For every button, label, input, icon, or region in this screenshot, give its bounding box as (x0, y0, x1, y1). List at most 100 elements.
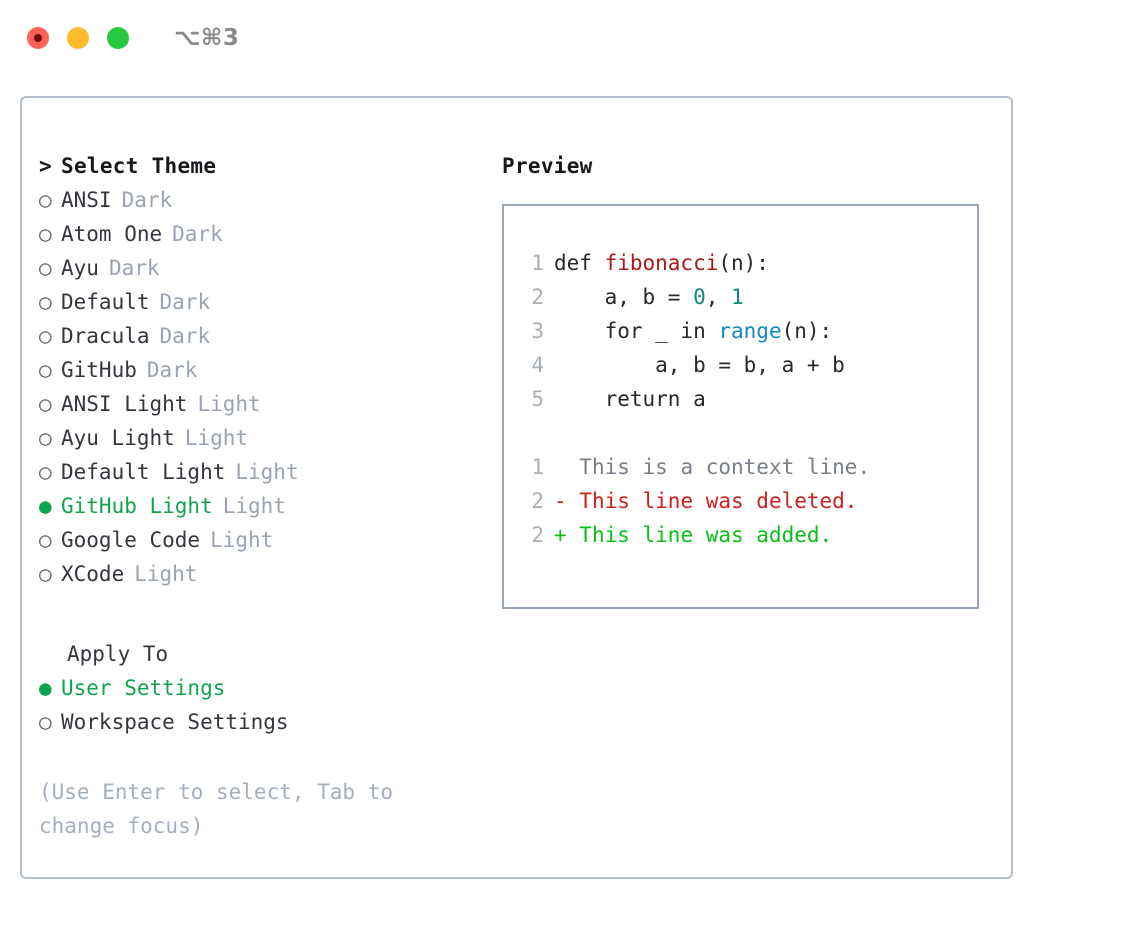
keyboard-hint: (Use Enter to select, Tab to change focu… (39, 780, 394, 838)
code-token: 1 (731, 285, 744, 309)
theme-name: ANSI Light (61, 392, 188, 416)
radio-unselected-icon: ○ (39, 528, 52, 552)
select-theme-title: Select Theme (61, 154, 217, 178)
diff-spacer (522, 416, 977, 450)
code-line: 1 def fibonacci(n): (522, 246, 977, 280)
code-token: for _ in (554, 319, 719, 343)
radio-unselected-icon: ○ (39, 188, 52, 212)
code-token: fibonacci (604, 251, 719, 275)
diff-marker (554, 455, 567, 479)
code-line: 3 for _ in range(n): (522, 314, 977, 348)
radio-unselected-icon: ○ (39, 710, 52, 734)
cursor-arrow-icon: > (39, 154, 52, 178)
line-number: 5 (531, 387, 544, 411)
theme-list-item[interactable]: ○ Dracula Dark (39, 319, 499, 353)
radio-unselected-icon: ○ (39, 324, 52, 348)
section-spacer (39, 591, 499, 637)
theme-name: Ayu Light (61, 426, 175, 450)
code-token: range (718, 319, 782, 343)
radio-selected-icon: ● (39, 676, 52, 700)
radio-unselected-icon: ○ (39, 256, 52, 280)
radio-unselected-icon: ○ (39, 460, 52, 484)
theme-category: Dark (172, 222, 223, 246)
line-number: 3 (531, 319, 544, 343)
diff-marker: - (554, 489, 567, 513)
apply-to-label: User Settings (61, 676, 226, 700)
line-number: 2 (531, 489, 544, 513)
apply-to-option[interactable]: ● User Settings (39, 671, 499, 705)
theme-name: Ayu (61, 256, 99, 280)
radio-selected-icon: ● (39, 494, 52, 518)
keyboard-shortcut-label: ⌥⌘3 (174, 25, 240, 51)
zoom-button[interactable] (107, 27, 129, 49)
diff-text: This line was added. (566, 523, 833, 547)
code-token: a, b = (554, 285, 694, 309)
radio-unselected-icon: ○ (39, 562, 52, 586)
theme-name: GitHub (61, 358, 137, 382)
theme-category: Dark (146, 358, 198, 382)
apply-to-option[interactable]: ○ Workspace Settings (39, 705, 499, 739)
theme-name: XCode (61, 562, 125, 586)
line-number: 1 (531, 455, 544, 479)
theme-category: Light (197, 392, 261, 416)
theme-name: Default Light (61, 460, 226, 484)
title-bar: ⌥⌘3 (0, 0, 1140, 76)
theme-category: Light (235, 460, 299, 484)
theme-category: Light (184, 426, 249, 450)
close-button[interactable] (27, 27, 49, 49)
theme-category: Dark (159, 324, 211, 348)
theme-name: Default (61, 290, 150, 314)
apply-to-label: Workspace Settings (61, 710, 289, 734)
diff-line: 2+ This line was added. (522, 518, 977, 552)
code-token: def (554, 251, 605, 275)
theme-list-item[interactable]: ○ Default Light Light (39, 455, 499, 489)
code-token: (n): (781, 319, 833, 343)
radio-unselected-icon: ○ (39, 290, 52, 314)
window-controls (27, 27, 129, 49)
code-token: return a (554, 387, 706, 411)
radio-unselected-icon: ○ (39, 426, 52, 450)
theme-list-item[interactable]: ● GitHub Light Light (39, 489, 499, 523)
theme-name: ANSI (61, 188, 112, 212)
radio-unselected-icon: ○ (39, 358, 52, 382)
diff-sample: 1 This is a context line.2- This line wa… (522, 450, 977, 552)
code-token: 0 (693, 285, 706, 309)
theme-name: GitHub Light (61, 494, 213, 518)
preview-title: Preview (502, 154, 593, 178)
theme-category: Light (210, 528, 274, 552)
theme-category: Light (222, 494, 286, 518)
diff-text: This line was deleted. (566, 489, 858, 513)
code-token: (n): (718, 251, 769, 275)
code-token: a, b = b, a + b (554, 353, 845, 377)
theme-name: Dracula (61, 324, 150, 348)
code-line: 4 a, b = b, a + b (522, 348, 977, 382)
theme-name: Atom One (61, 222, 163, 246)
line-number: 1 (531, 251, 544, 275)
line-number: 4 (531, 353, 544, 377)
code-line: 2 a, b = 0, 1 (522, 280, 977, 314)
diff-line: 2- This line was deleted. (522, 484, 977, 518)
diff-marker: + (554, 523, 567, 547)
theme-list-item[interactable]: ○ Ayu Dark (39, 251, 499, 285)
select-theme-header: > Select Theme (39, 149, 499, 183)
theme-list-item[interactable]: ○ XCode Light (39, 557, 499, 591)
apply-to-list[interactable]: ● User Settings ○ Workspace Settings (39, 671, 499, 739)
minimize-button[interactable] (67, 27, 89, 49)
theme-list-item[interactable]: ○ GitHub Dark (39, 353, 499, 387)
diff-line: 1 This is a context line. (522, 450, 977, 484)
theme-list-item[interactable]: ○ Ayu Light Light (39, 421, 499, 455)
theme-category: Dark (108, 256, 160, 280)
line-number: 2 (531, 285, 544, 309)
theme-category: Light (134, 562, 198, 586)
